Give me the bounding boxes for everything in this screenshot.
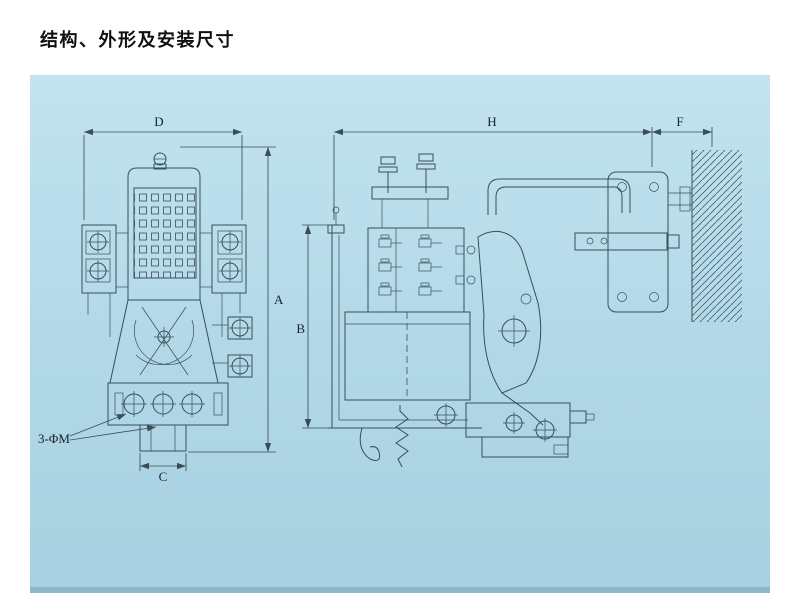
dim-label-h: H — [487, 114, 496, 129]
dim-label-a: A — [274, 292, 284, 307]
front-view — [81, 152, 253, 452]
dim-label-b: B — [296, 321, 305, 336]
page-title: 结构、外形及安装尺寸 — [40, 30, 235, 50]
terminal-bolts — [378, 234, 442, 296]
dim-label-d: D — [154, 114, 163, 129]
side-view — [327, 150, 742, 468]
wall-hatching — [692, 150, 742, 322]
technical-drawing: D A B C H — [38, 114, 742, 484]
dim-label-f: F — [676, 114, 683, 129]
mounting-holes-label: 3-ΦM — [38, 431, 70, 446]
dim-label-c: C — [159, 469, 168, 484]
dimensions: D A B C H — [38, 114, 713, 484]
blueprint-panel: D A B C H — [30, 75, 770, 593]
